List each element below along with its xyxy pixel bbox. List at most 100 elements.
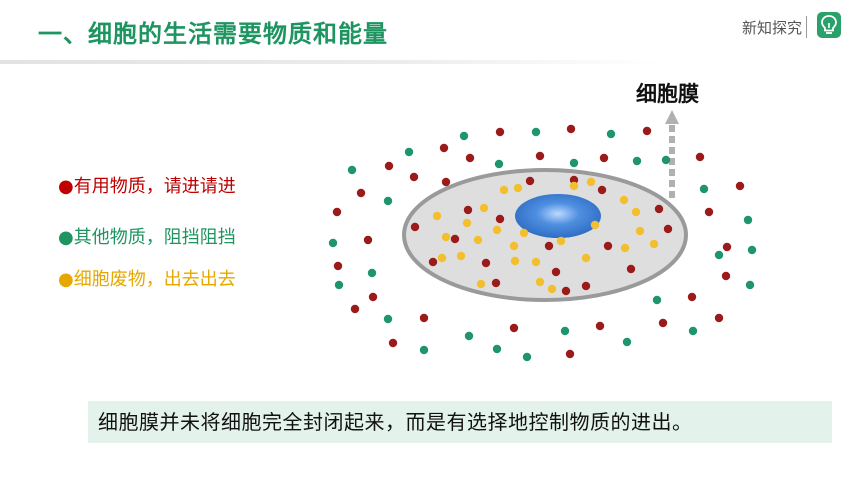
conclusion-box: 细胞膜并未将细胞完全封闭起来，而是有选择地控制物质的进出。 bbox=[88, 401, 832, 443]
useful-particle bbox=[333, 261, 343, 271]
useful-particle bbox=[356, 188, 366, 198]
useful-particle bbox=[721, 271, 731, 281]
other-particle bbox=[622, 337, 632, 347]
useful-particle bbox=[561, 286, 571, 296]
useful-particle bbox=[595, 321, 605, 331]
waste-particle bbox=[437, 253, 447, 263]
useful-particle bbox=[419, 313, 429, 323]
waste-particle bbox=[473, 235, 483, 245]
waste-particle bbox=[590, 220, 600, 230]
membrane-arrow-head bbox=[665, 110, 679, 124]
useful-particle bbox=[544, 241, 554, 251]
waste-particle bbox=[513, 183, 523, 193]
waste-particle bbox=[581, 253, 591, 263]
useful-particle bbox=[465, 153, 475, 163]
useful-particle bbox=[597, 185, 607, 195]
other-particle bbox=[569, 158, 579, 168]
useful-particle bbox=[654, 204, 664, 214]
other-particle bbox=[383, 314, 393, 324]
other-particle bbox=[383, 196, 393, 206]
useful-particle bbox=[450, 234, 460, 244]
other-particle bbox=[743, 215, 753, 225]
waste-particle bbox=[586, 177, 596, 187]
useful-particle bbox=[368, 292, 378, 302]
waste-particle bbox=[635, 226, 645, 236]
legend-other-text: ●其他物质，阻挡阻挡 bbox=[58, 227, 236, 248]
cell-nucleus bbox=[515, 194, 601, 238]
useful-particle bbox=[350, 304, 360, 314]
useful-particle bbox=[565, 349, 575, 359]
waste-particle bbox=[499, 185, 509, 195]
title-underline bbox=[0, 60, 660, 64]
waste-particle bbox=[547, 284, 557, 294]
other-particle bbox=[328, 238, 338, 248]
other-particle bbox=[560, 326, 570, 336]
other-particle bbox=[747, 245, 757, 255]
useful-particle bbox=[695, 152, 705, 162]
useful-particle bbox=[535, 151, 545, 161]
other-particle bbox=[531, 127, 541, 137]
useful-particle bbox=[409, 172, 419, 182]
other-particle bbox=[347, 165, 357, 175]
legend-other-substances: ●其他物质，阻挡阻挡 bbox=[58, 228, 236, 248]
useful-particle bbox=[663, 224, 673, 234]
legend-waste-text: ●细胞废物，出去出去 bbox=[58, 269, 236, 290]
useful-particle bbox=[509, 323, 519, 333]
useful-particle bbox=[735, 181, 745, 191]
other-particle bbox=[688, 326, 698, 336]
other-particle bbox=[464, 331, 474, 341]
other-particle bbox=[714, 250, 724, 260]
other-particle bbox=[522, 352, 532, 362]
useful-particle bbox=[722, 242, 732, 252]
waste-particle bbox=[456, 251, 466, 261]
waste-particle bbox=[519, 228, 529, 238]
waste-particle bbox=[479, 203, 489, 213]
useful-particle bbox=[525, 176, 535, 186]
waste-particle bbox=[535, 277, 545, 287]
useful-particle bbox=[363, 235, 373, 245]
legend-waste-substances: ●细胞废物，出去出去 bbox=[58, 270, 236, 290]
useful-particle bbox=[441, 177, 451, 187]
useful-particle bbox=[439, 143, 449, 153]
useful-particle bbox=[332, 207, 342, 217]
page-title: 一、细胞的生活需要物质和能量 bbox=[38, 20, 388, 48]
other-particle bbox=[661, 155, 671, 165]
other-particle bbox=[494, 159, 504, 169]
cell-membrane-label: 细胞膜 bbox=[636, 82, 699, 106]
waste-particle bbox=[476, 279, 486, 289]
other-particle bbox=[367, 268, 377, 278]
useful-particle bbox=[626, 264, 636, 274]
useful-particle bbox=[687, 292, 697, 302]
useful-particle bbox=[491, 278, 501, 288]
useful-particle bbox=[658, 318, 668, 328]
useful-particle bbox=[714, 313, 724, 323]
substance-particles bbox=[328, 124, 757, 362]
other-particle bbox=[606, 129, 616, 139]
useful-particle bbox=[495, 214, 505, 224]
waste-particle bbox=[620, 243, 630, 253]
useful-particle bbox=[569, 175, 579, 185]
waste-particle bbox=[569, 181, 579, 191]
waste-particle bbox=[462, 218, 472, 228]
brand-divider bbox=[806, 16, 807, 38]
other-particle bbox=[492, 344, 502, 354]
other-particle bbox=[459, 131, 469, 141]
useful-particle bbox=[581, 281, 591, 291]
useful-particle bbox=[388, 338, 398, 348]
other-particle bbox=[652, 295, 662, 305]
useful-particle bbox=[428, 257, 438, 267]
waste-particle bbox=[510, 256, 520, 266]
waste-particle bbox=[432, 211, 442, 221]
waste-particle bbox=[531, 257, 541, 267]
legend-useful-substances: ●有用物质，请进请进 bbox=[58, 177, 236, 197]
other-particle bbox=[699, 184, 709, 194]
waste-particle bbox=[631, 207, 641, 217]
waste-particle bbox=[556, 236, 566, 246]
useful-particle bbox=[481, 258, 491, 268]
lightbulb-icon bbox=[817, 12, 841, 38]
other-particle bbox=[334, 280, 344, 290]
waste-particle bbox=[492, 225, 502, 235]
useful-particle bbox=[599, 153, 609, 163]
useful-particle bbox=[566, 124, 576, 134]
